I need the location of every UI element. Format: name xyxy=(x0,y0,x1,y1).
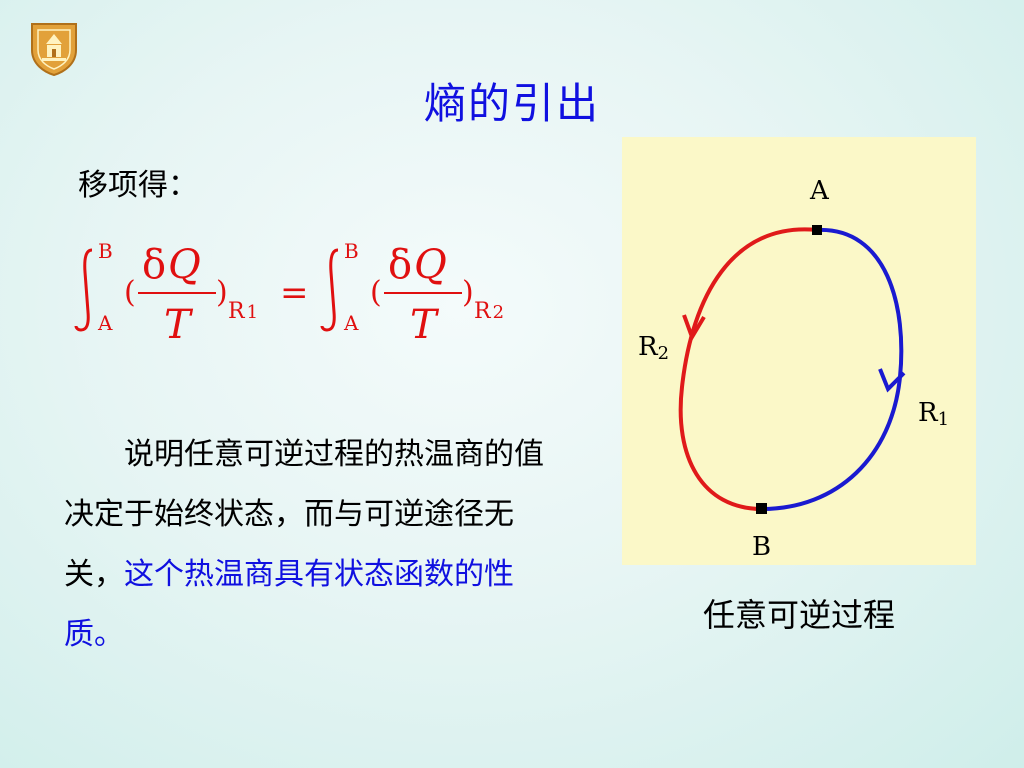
numerator-q-left: Q xyxy=(168,242,201,288)
denominator-right: T xyxy=(410,302,440,348)
open-paren-right: ( xyxy=(370,275,382,310)
label-path-r2: R2 xyxy=(638,332,669,364)
explanation-text: 说明任意可逆过程的热温商的值决定于始终状态，而与可逆途径无关， xyxy=(64,437,544,592)
numerator-q-right: Q xyxy=(414,242,447,288)
equals-sign: = xyxy=(280,273,309,313)
point-b-marker xyxy=(756,503,767,514)
label-point-a: A xyxy=(809,176,830,206)
diagram-caption: 任意可逆过程 xyxy=(702,596,895,634)
intro-text: 移项得： xyxy=(78,168,198,203)
integral-sign-left xyxy=(74,248,93,332)
integral-sign-right xyxy=(320,248,339,332)
fraction-bar-right xyxy=(384,292,462,294)
label-path-r1: R1 xyxy=(918,398,949,430)
fraction-bar-left xyxy=(138,292,216,294)
arrow-r2 xyxy=(682,314,706,342)
label-point-b: B xyxy=(752,532,771,562)
diagram-background xyxy=(622,137,976,565)
close-paren-right: ) xyxy=(462,275,474,310)
numerator-delta-right: δ xyxy=(388,242,412,288)
path-r2-curve xyxy=(678,227,818,511)
reversible-cycle-diagram: A B R2 R1 xyxy=(622,137,976,565)
upper-limit-right: B xyxy=(344,239,359,263)
lower-limit-left: A xyxy=(97,311,113,335)
upper-limit-left: B xyxy=(98,239,113,263)
numerator-delta-left: δ xyxy=(142,242,166,288)
explanation-highlight: 这个热温商具有状态函数的性质。 xyxy=(64,557,514,652)
lower-limit-right: A xyxy=(343,311,359,335)
denominator-left: T xyxy=(164,302,194,348)
university-logo xyxy=(31,23,77,76)
explanation-paragraph: 说明任意可逆过程的热温商的值决定于始终状态，而与可逆途径无关，这个热温商具有状态… xyxy=(64,425,554,665)
close-paren-left: ) xyxy=(216,275,228,310)
arrow-r1 xyxy=(878,368,906,393)
open-paren-left: ( xyxy=(124,275,136,310)
page-title: 熵的引出 xyxy=(423,79,600,128)
point-a-marker xyxy=(812,225,822,235)
